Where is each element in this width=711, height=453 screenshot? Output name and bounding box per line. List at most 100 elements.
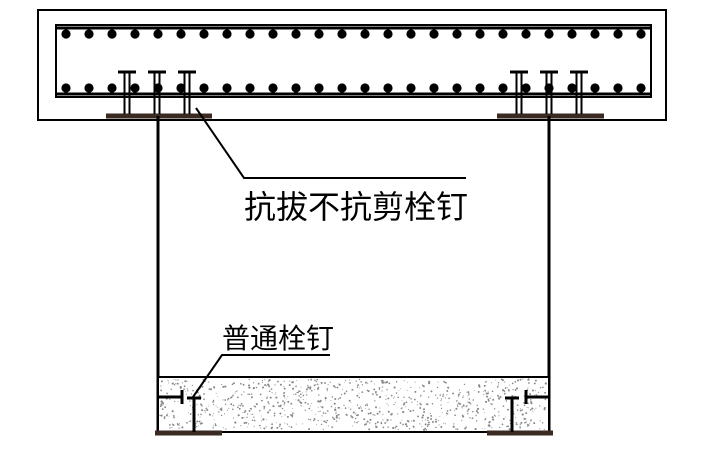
rebar-dot	[521, 29, 531, 39]
speckle-dot	[290, 426, 293, 429]
rebar-dot	[337, 29, 347, 39]
speckle-dot	[350, 408, 352, 410]
speckle-dot	[539, 405, 541, 407]
rebar-dot	[452, 83, 462, 93]
speckle-dot	[311, 410, 313, 411]
speckle-dot	[427, 421, 430, 424]
speckle-dot	[488, 421, 490, 424]
speckle-dot	[487, 391, 489, 393]
speckle-dot	[276, 380, 279, 383]
speckle-dot	[446, 390, 449, 392]
speckle-dot	[271, 423, 274, 426]
speckle-dot	[430, 390, 433, 393]
speckle-dot	[221, 384, 223, 386]
speckle-dot	[298, 395, 300, 397]
speckle-dot	[530, 399, 532, 401]
speckle-dot	[440, 426, 443, 428]
speckle-dot	[248, 378, 250, 381]
rebar-dot	[314, 83, 324, 93]
speckle-dot	[268, 403, 270, 405]
speckle-dot	[234, 421, 236, 424]
speckle-dot	[251, 419, 254, 422]
speckle-dot	[421, 420, 423, 422]
speckle-dot	[161, 404, 163, 406]
speckle-dot	[169, 424, 171, 426]
speckle-dot	[434, 394, 437, 396]
speckle-dot	[247, 426, 249, 428]
speckle-dot	[214, 387, 216, 389]
speckle-dot	[526, 423, 528, 425]
speckle-dot	[535, 407, 537, 409]
speckle-dot	[296, 391, 298, 394]
speckle-dot	[232, 394, 234, 397]
speckle-dot	[191, 409, 193, 410]
speckle-dot	[445, 415, 447, 417]
speckle-dot	[386, 389, 388, 391]
speckle-dot	[541, 422, 544, 424]
speckle-dot	[173, 379, 175, 381]
speckle-dot	[334, 408, 337, 411]
speckle-dot	[455, 407, 458, 410]
speckle-dot	[341, 408, 343, 410]
speckle-dot	[286, 423, 289, 425]
speckle-dot	[403, 396, 405, 399]
speckle-dot	[317, 411, 319, 413]
speckle-dot	[424, 423, 427, 426]
speckle-dot	[372, 393, 374, 395]
speckle-dot	[539, 420, 541, 422]
speckle-dot	[487, 424, 490, 427]
speckle-dot	[243, 391, 245, 393]
speckle-dot	[273, 412, 276, 415]
speckle-dot	[186, 388, 189, 390]
speckle-dot	[491, 427, 493, 429]
speckle-dot	[526, 426, 528, 427]
speckle-dot	[484, 418, 487, 420]
speckle-dot	[260, 427, 262, 429]
speckle-dot	[284, 410, 286, 411]
speckle-dot	[199, 416, 201, 418]
speckle-dot	[286, 415, 289, 418]
speckle-dot	[240, 425, 242, 427]
speckle-dot	[390, 413, 393, 416]
speckle-dot	[416, 404, 418, 406]
speckle-dot	[533, 382, 536, 385]
speckle-dot	[491, 390, 494, 393]
speckle-dot	[530, 419, 532, 421]
rebar-dot	[222, 83, 232, 93]
speckle-dot	[310, 378, 313, 381]
speckle-dot	[455, 428, 457, 430]
speckle-dot	[364, 404, 367, 406]
speckle-dot	[250, 414, 252, 415]
speckle-dot	[213, 403, 215, 406]
speckle-dot	[500, 378, 503, 380]
anti-pullout-stud-label: 抗拔不抗剪栓钉	[244, 188, 468, 226]
speckle-dot	[524, 421, 526, 424]
speckle-dot	[327, 384, 329, 386]
speckle-dot	[245, 421, 248, 424]
speckle-dot	[163, 416, 166, 418]
speckle-dot	[309, 419, 312, 421]
speckle-dot	[419, 423, 421, 425]
speckle-dot	[291, 416, 293, 418]
speckle-dot	[282, 400, 284, 402]
speckle-dot	[365, 422, 367, 425]
speckle-dot	[368, 428, 371, 431]
speckle-dot	[324, 397, 327, 400]
speckle-dot	[238, 407, 241, 410]
speckle-dot	[264, 384, 267, 386]
speckle-dot	[233, 426, 235, 428]
speckle-dot	[168, 416, 170, 418]
rebar-dot	[176, 29, 186, 39]
speckle-dot	[455, 400, 458, 402]
speckle-dot	[492, 418, 495, 421]
speckle-dot	[293, 394, 295, 395]
speckle-dot	[527, 424, 530, 427]
speckle-dot	[521, 409, 524, 411]
speckle-dot	[428, 423, 430, 426]
speckle-dot	[175, 383, 177, 385]
rebar-dot	[291, 29, 301, 39]
speckle-dot	[392, 397, 395, 399]
speckle-dot	[532, 411, 534, 413]
speckle-dot	[382, 419, 384, 421]
speckle-dot	[186, 380, 188, 383]
